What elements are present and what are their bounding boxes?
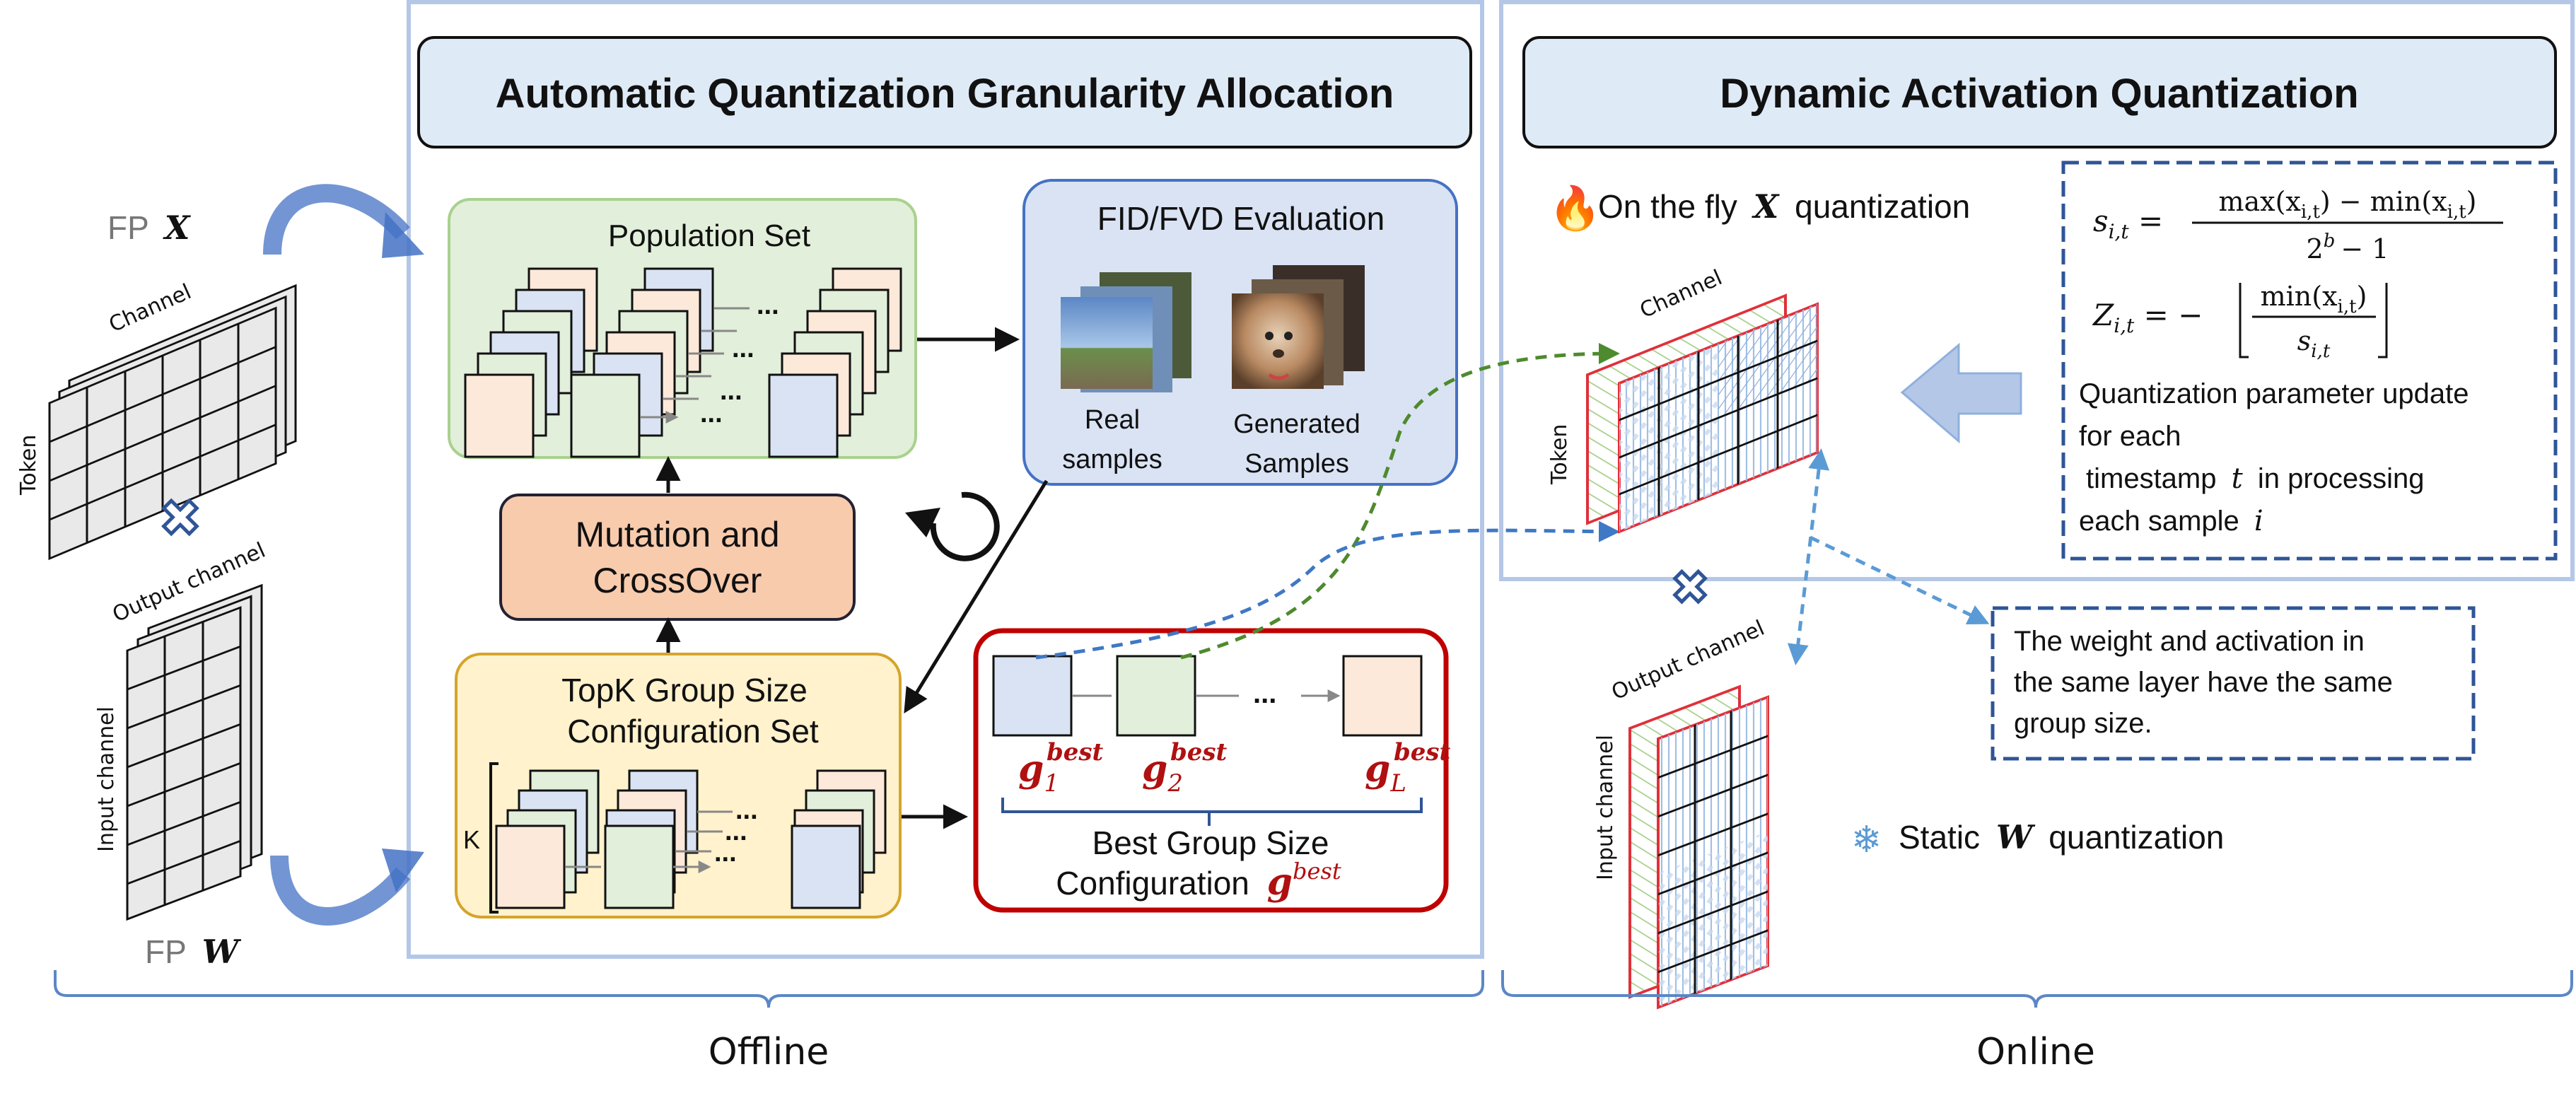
mutation-label-2: CrossOver [593, 561, 762, 600]
static-w-label: Static W quantization [1899, 818, 2224, 856]
topk-k-brace [489, 762, 499, 914]
best-config-label-1: Best Group Size [1092, 824, 1329, 861]
weight-tensor [1628, 684, 1769, 1010]
formula-z: Zi,t = − min(xi,t) si,t [2092, 281, 2388, 362]
svg-text:Zi,t = −: Zi,t = − [2092, 298, 2203, 337]
w-curve-arrow [270, 855, 411, 926]
same-group-line-3: group size. [2014, 708, 2152, 739]
generated-samples-label-2: Samples [1245, 449, 1349, 479]
offline-label: Offline [709, 1031, 829, 1073]
best-config-label-2: Configuration gbest [1056, 858, 1341, 904]
mutation-label-1: Mutation and [575, 515, 779, 554]
real-samples-image [1061, 272, 1191, 392]
update-line-4: each sample i [2079, 505, 2263, 537]
weight-output-channel-label: Output channel [1608, 616, 1768, 706]
topk-ellipsis-1: ... [735, 795, 758, 825]
on-the-fly-label: On the fly X quantization [1598, 187, 1970, 226]
activation-channel-label: Channel [1636, 265, 1726, 323]
online-title: Dynamic Activation Quantization [1720, 71, 2358, 117]
real-samples-label-2: samples [1062, 445, 1162, 474]
g2-label: g2best [1142, 738, 1228, 798]
green-dashed-connector [1180, 343, 1620, 660]
topk-stacks [495, 769, 887, 909]
eval-to-topk-arrow [904, 479, 1049, 713]
population-set-label: Population Set [608, 218, 810, 253]
x-curve-arrowhead [382, 212, 424, 258]
update-line-3: timestamp t in processing [2086, 462, 2425, 495]
blue-dashed-connector [1035, 520, 1620, 660]
offline-title-box [417, 36, 1472, 148]
online-multiply-icon: ✖ [1671, 562, 1709, 614]
online-brace [1501, 970, 2573, 1008]
svg-text:si,t =: si,t = [2093, 204, 2163, 243]
population-ellipsis-3: ... [720, 376, 742, 406]
w-input-channel-label: Input channel [94, 706, 119, 852]
fp-w-label: FP W [145, 933, 242, 971]
update-arrow [1900, 342, 2022, 444]
w-curve-arrowhead [382, 849, 424, 892]
vertical-dashed-connector [1787, 448, 1830, 665]
mutation-box [499, 494, 856, 621]
same-group-line-1: The weight and activation in [2014, 626, 2365, 657]
offline-frame [407, 0, 1484, 959]
population-ellipsis-4: ... [700, 399, 723, 428]
topk-k-label: K [463, 825, 480, 854]
snowflake-icon: ❄ [1851, 819, 1882, 861]
cycle-arrowhead [905, 508, 940, 537]
cycle-arrow-icon [930, 491, 1000, 561]
w-tensor [126, 583, 263, 921]
weight-input-channel-label: Input channel [1593, 735, 1618, 880]
g1-label: g1best [1018, 738, 1104, 798]
fp-x-label: FP X [107, 209, 192, 247]
offline-brace [54, 970, 1484, 1008]
population-stacks [464, 267, 902, 458]
fire-icon: 🔥 [1549, 184, 1602, 233]
formula-box [2061, 161, 2558, 561]
activation-tensor [1586, 293, 1819, 534]
svg-text:si,t: si,t [2297, 325, 2331, 362]
offline-title: Automatic Quantization Granularity Alloc… [496, 71, 1394, 117]
generated-samples-label-1: Generated [1233, 409, 1360, 439]
evaluation-title: FID/FVD Evaluation [1097, 200, 1385, 237]
topk-label-2: Configuration Set [567, 713, 819, 750]
x-token-label: Token [16, 435, 41, 496]
same-group-line-2: the same layer have the same [2014, 667, 2393, 698]
online-label: Online [1976, 1031, 2095, 1073]
topk-ellipsis-2: ... [725, 817, 747, 846]
topk-ellipsis-3: ... [714, 838, 737, 868]
x-curve-arrow [263, 184, 410, 255]
online-frame [1499, 0, 2575, 581]
generated-samples-image [1232, 265, 1365, 389]
population-ellipsis-2: ... [732, 334, 754, 363]
svg-text:2b− 1: 2b− 1 [2307, 231, 2389, 264]
gL-label: gLbest [1365, 738, 1450, 798]
x-channel-label: Channel [105, 279, 195, 337]
activation-token-label: Token [1547, 424, 1572, 485]
topk-label-1: TopK Group Size [561, 672, 808, 708]
multiply-icon: ✖ [160, 489, 202, 547]
best-config-brace [1001, 798, 1423, 826]
svg-text:max(xi,t) − min(xi,t): max(xi,t) − min(xi,t) [2218, 186, 2476, 223]
best-config-ellipsis: ... [1253, 678, 1276, 709]
diag-dashed-connector [1809, 535, 1990, 625]
update-line-2: for each [2079, 421, 2181, 452]
best-config-blocks [992, 655, 1423, 737]
real-samples-label-1: Real [1085, 405, 1140, 435]
x-tensor [48, 284, 297, 561]
population-ellipsis-1: ... [757, 291, 779, 320]
online-title-box [1522, 36, 2557, 148]
update-line-1: Quantization parameter update [2079, 378, 2469, 409]
svg-text:min(xi,t): min(xi,t) [2261, 281, 2367, 317]
same-group-box [1991, 606, 2476, 761]
formula-s: si,t = max(xi,t) − min(xi,t) 2b− 1 [2093, 186, 2503, 264]
